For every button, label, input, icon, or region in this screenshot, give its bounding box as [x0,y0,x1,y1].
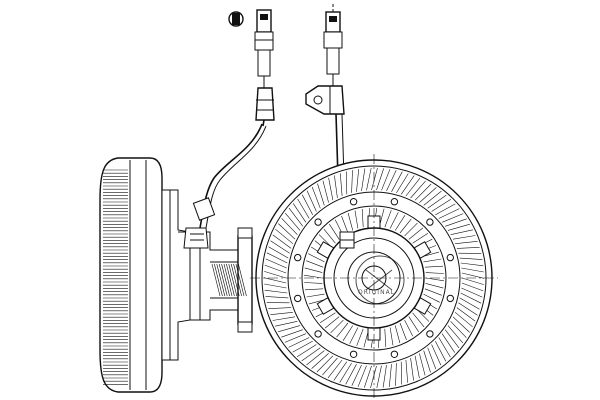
clutch-housing-side [99,157,163,393]
hub-section-hatch [211,263,247,297]
side-view-fan-clutch [99,123,267,393]
radial-cooling-fins [263,167,485,389]
cable-clip-left [255,87,275,121]
connector-body-right [323,31,343,49]
connector-strain-relief-right [326,47,340,75]
flange-bolt-bottom [237,321,253,333]
side-cooling-fins [103,169,128,385]
clutch-rear-body [161,189,191,361]
cable-grommet [192,197,216,221]
connector-end-pins [232,13,240,25]
connector-strain-relief-left [257,49,271,77]
connector-body-left [254,31,274,51]
fin-inner-boundary [301,205,447,351]
original-stamp: ORIGINAL [355,255,405,305]
stamp-text: ORIGINAL [358,289,395,296]
sensor-connector-side [183,227,209,249]
flange-bolt-top [237,227,253,239]
front-view-fan-clutch: ORIGINAL [250,154,498,398]
connector-plug-left [256,9,272,33]
cable-bracket-right [305,85,345,115]
bolt-ring [294,198,454,358]
electrical-connector-left [228,9,275,127]
